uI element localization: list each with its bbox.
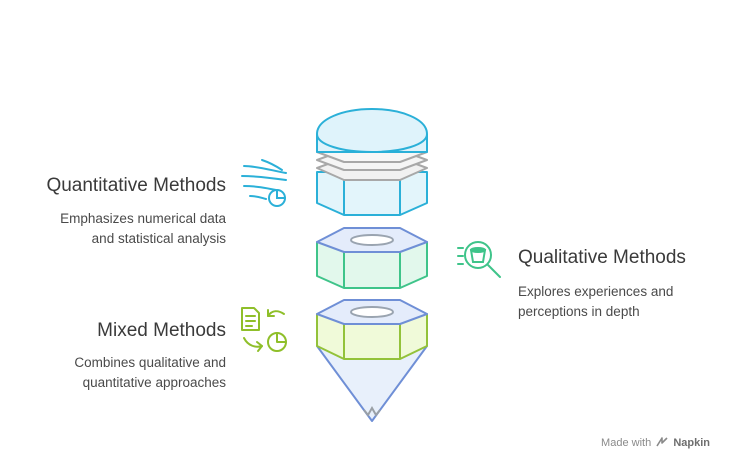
magnifier-bucket-icon: [457, 241, 501, 278]
made-with-napkin-footer[interactable]: Made with Napkin: [601, 437, 710, 449]
qualitative-description: Explores experiences and perceptions in …: [518, 282, 673, 322]
qualitative-layer: [316, 227, 428, 289]
qualitative-desc-line-1: Explores experiences and: [518, 284, 674, 299]
made-with-label: Made with: [601, 437, 652, 449]
quantitative-description: Emphasizes numerical data and statistica…: [60, 209, 226, 249]
quantitative-layer: [316, 108, 428, 216]
mixed-layer: [316, 299, 428, 360]
wind-chart-icon: [241, 159, 287, 207]
quantitative-desc-line-2: and statistical analysis: [91, 231, 226, 246]
mixed-desc-line-2: quantitative approaches: [82, 375, 226, 390]
mixed-description: Combines qualitative and quantitative ap…: [74, 353, 226, 393]
document-pie-exchange-icon: [241, 307, 287, 352]
quantitative-desc-line-1: Emphasizes numerical data: [60, 211, 226, 226]
mixed-desc-line-1: Combines qualitative and: [74, 355, 226, 370]
qualitative-title: Qualitative Methods: [518, 247, 686, 268]
qualitative-desc-line-2: perceptions in depth: [518, 304, 640, 319]
napkin-brand-label: Napkin: [673, 437, 710, 449]
mixed-title: Mixed Methods: [97, 320, 226, 341]
napkin-logo-icon: [656, 437, 668, 447]
quantitative-title: Quantitative Methods: [46, 175, 226, 196]
